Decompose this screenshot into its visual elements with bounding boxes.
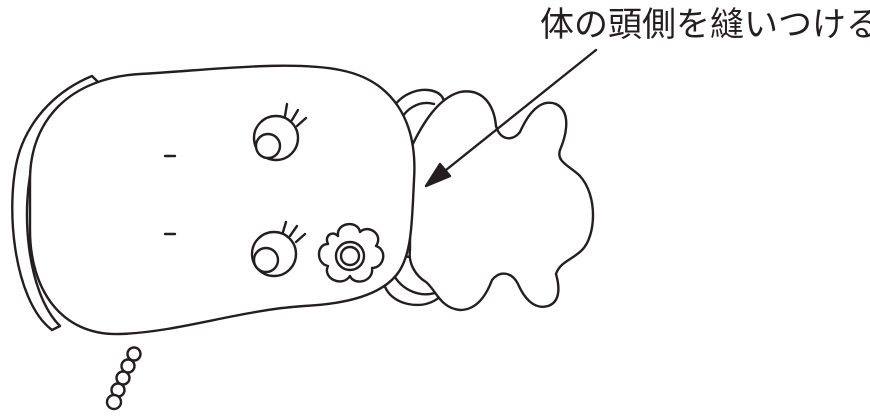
body-shape — [410, 91, 593, 310]
bead-5 — [107, 395, 121, 409]
pointer-arrowhead — [426, 164, 450, 186]
lower-eye — [252, 222, 305, 276]
annotation-label: 体の頭側を縫いつける — [540, 5, 870, 45]
head-back-edge — [12, 76, 100, 330]
upper-eye — [254, 104, 306, 160]
bead-1 — [128, 348, 141, 361]
pointer-arrow-line — [436, 50, 596, 178]
flower-decoration — [319, 224, 383, 281]
head-shape — [30, 66, 414, 334]
